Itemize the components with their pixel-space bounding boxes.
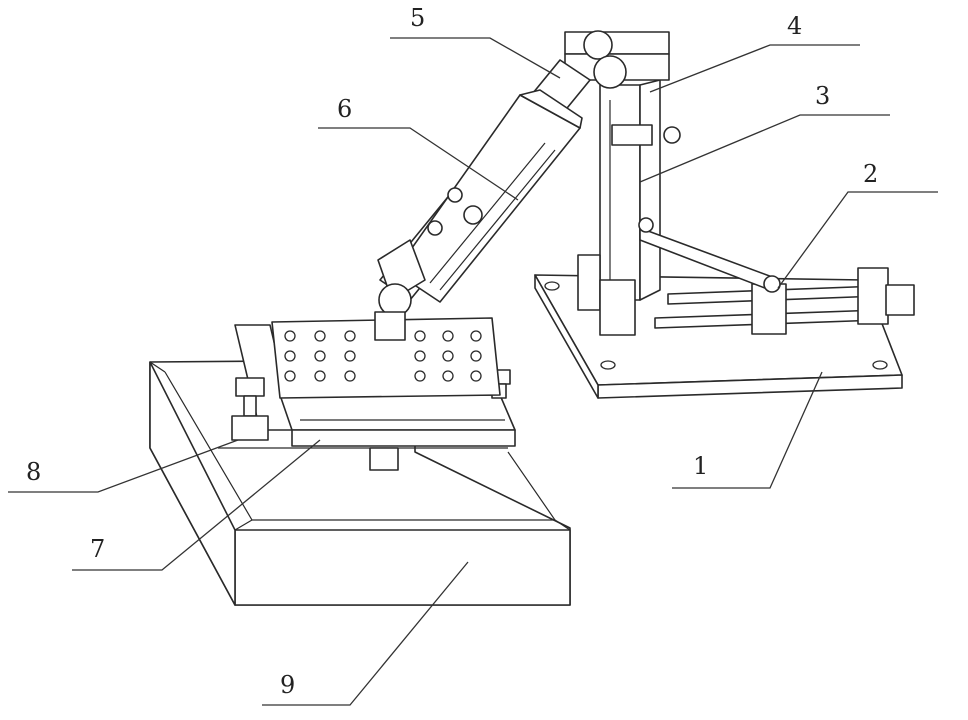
label-4: 4 [787, 12, 802, 40]
label-8: 8 [26, 458, 41, 486]
leader-5 [390, 38, 560, 78]
label-1: 1 [693, 452, 708, 480]
label-2: 2 [863, 160, 878, 188]
leader-3 [640, 115, 890, 182]
label-9: 9 [280, 671, 295, 699]
label-5: 5 [410, 4, 425, 32]
label-7: 7 [90, 535, 105, 563]
label-3: 3 [815, 82, 830, 110]
label-6: 6 [337, 95, 352, 123]
